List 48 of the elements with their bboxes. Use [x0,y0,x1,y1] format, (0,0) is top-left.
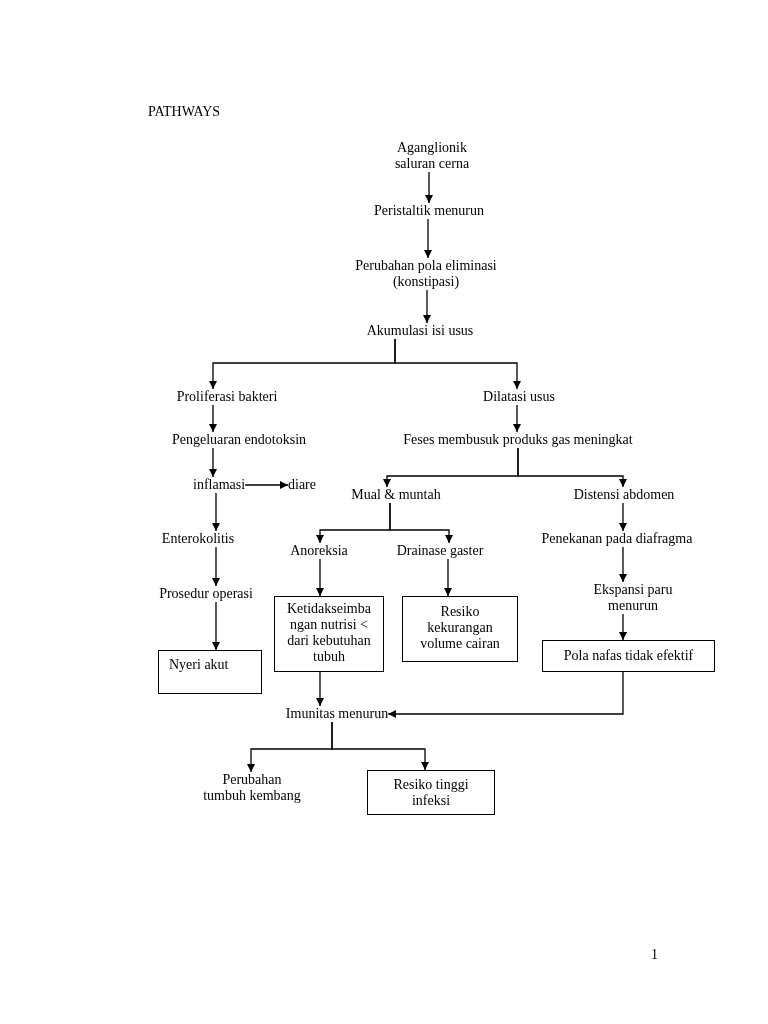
arrow [513,404,521,433]
arrow [619,613,627,641]
arrow [619,502,627,532]
arrow [212,601,220,651]
flow-step-text: inflamasi [193,477,246,493]
arrow [209,447,217,478]
arrow [425,171,433,204]
diagnosis-box: Resiko kekurangan volume cairan [402,596,518,662]
arrow [209,404,217,433]
arrow [212,546,220,587]
arrow [316,671,324,707]
arrow [316,558,324,597]
arrow [444,558,452,597]
arrow [517,447,627,488]
flow-step-text: Anoreksia [290,543,348,559]
diagnosis-box: Resiko tinggi infeksi [367,770,495,815]
flow-step-text: Pengeluaran endotoksin [171,432,307,448]
flow-step-text: Feses membusuk produks gas meningkat [403,432,633,448]
arrow [394,338,521,390]
flow-step-text: Akumulasi isi usus [366,323,474,339]
arrow [423,289,431,324]
page-number: 1 [651,947,658,963]
diagnosis-box: Nyeri akut [158,650,262,694]
flow-step-text: Perubahan tumbuh kembang [201,772,303,804]
flow-step-text: Distensi abdomen [573,487,675,503]
arrow [244,481,289,489]
flow-step-text: Aganglionik saluran cerna [386,140,478,172]
diagnosis-box: Ketidakseimba ngan nutrisi < dari kebutuhan tubuh [274,596,384,672]
diagnosis-box: Pola nafas tidak efektif [542,640,715,672]
arrow [424,218,432,259]
flow-step-text: Enterokolitis [161,531,235,547]
arrow [389,502,453,544]
flow-step-text: Perubahan pola eliminasi (konstipasi) [351,258,501,290]
flow-step-text: Prosedur operasi [159,586,253,602]
page-title: PATHWAYS [148,104,221,120]
arrow [212,492,220,532]
flow-step-text: Ekspansi paru menurun [583,582,683,614]
arrow [331,721,429,771]
flow-step-text: Drainase gaster [396,543,484,559]
flow-step-text: Dilatasi usus [483,389,555,405]
flow-step-text: Mual & muntah [351,487,441,503]
flow-step-text: Penekanan pada diafragma [541,531,693,547]
flow-step-text: diare [288,477,316,493]
flow-step-text: Proliferasi bakteri [176,389,278,405]
flow-step-text: Imunitas menurun [285,706,389,722]
arrow [387,671,624,718]
arrow [619,546,627,583]
flow-step-text: Peristaltik menurun [374,203,484,219]
